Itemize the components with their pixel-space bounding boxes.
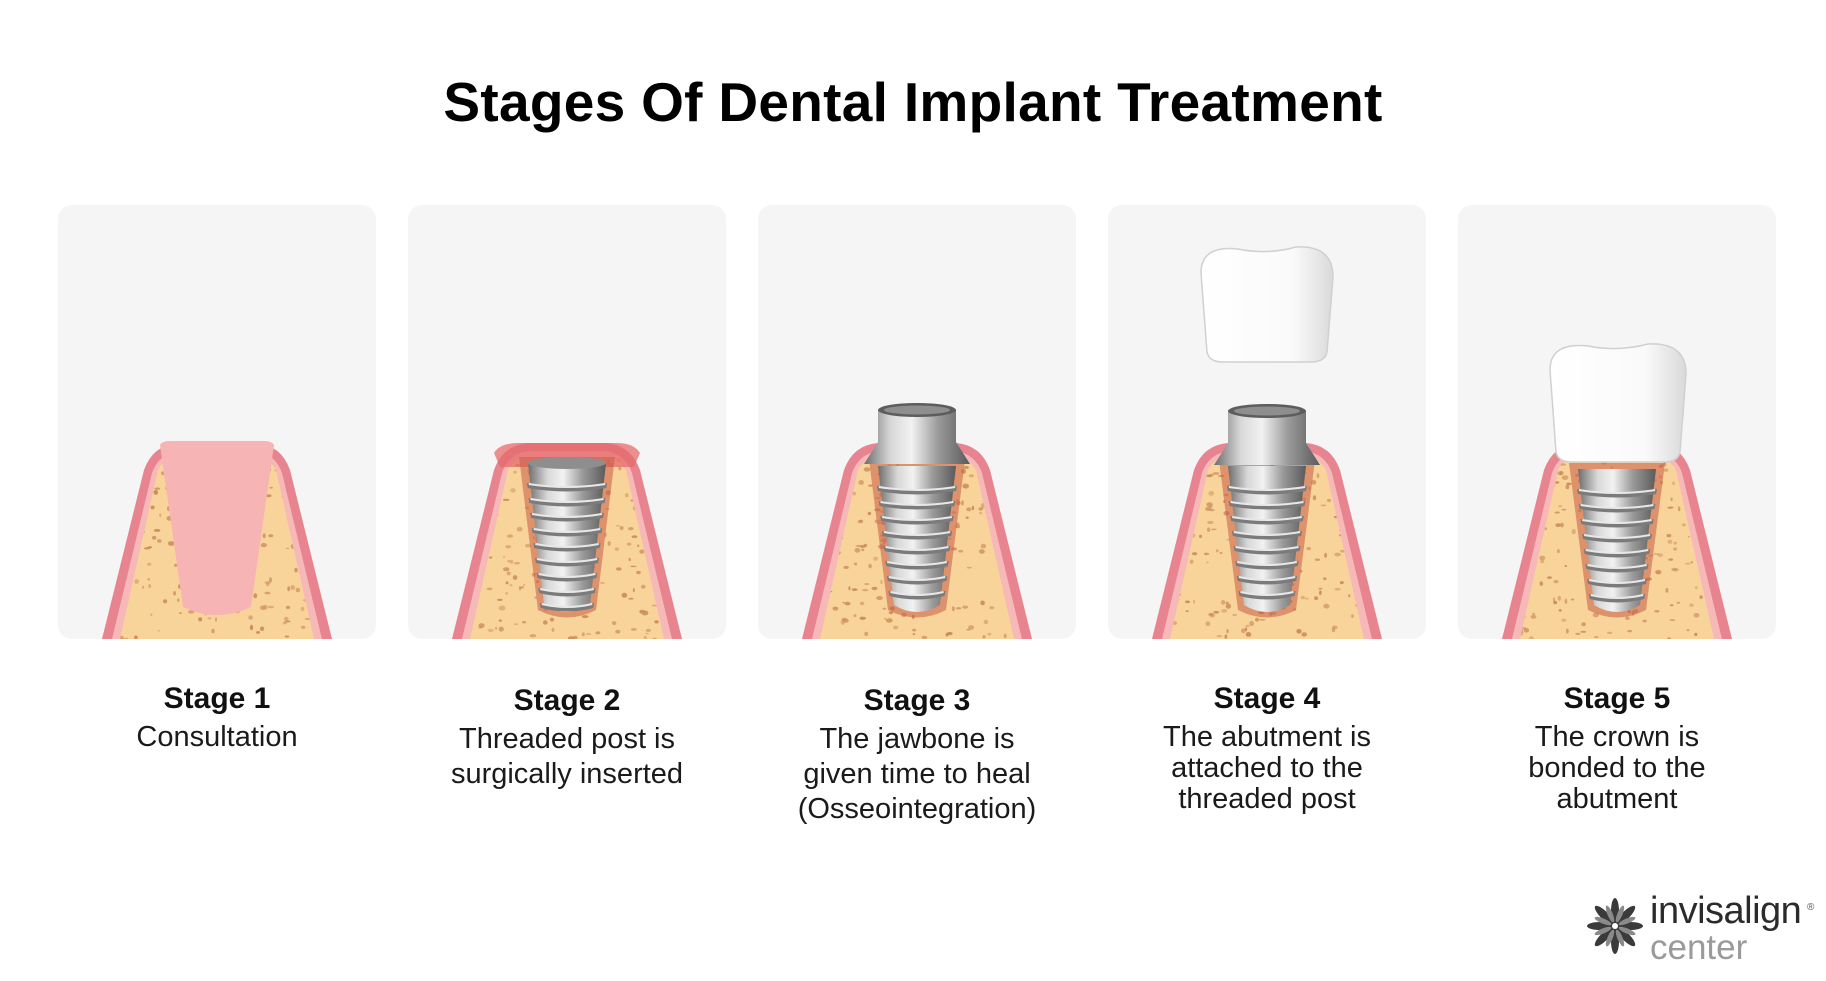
stage-description-line: (Osseointegration) (797, 793, 1037, 825)
stage-description-line: The crown is (1534, 721, 1700, 753)
stage-description-line: The abutment is (1163, 721, 1371, 753)
stage-label: Stage 4 (1213, 682, 1321, 715)
stage-description-line: abutment (1556, 783, 1678, 815)
post-top (528, 457, 606, 469)
registered-mark: ® (1807, 902, 1815, 913)
stage-5-illustration (1458, 205, 1776, 639)
abutment (1214, 404, 1320, 465)
threaded-post (1569, 463, 1665, 618)
threaded-post (519, 457, 615, 618)
starburst-icon (1587, 898, 1643, 954)
stage-description-line: Threaded post is (458, 723, 675, 755)
stage-5-caption: Stage 5 The crown is bonded to the abutm… (1437, 681, 1797, 816)
stage-label: Stage 1 (163, 682, 271, 715)
stage-description-line: Consultation (136, 721, 298, 753)
crown (1549, 343, 1687, 463)
abutment (864, 403, 970, 464)
invisalign-center-logo: invisalign ® center (1585, 888, 1815, 968)
stage-4-illustration (1108, 205, 1426, 639)
stage-description-line: bonded to the (1528, 752, 1706, 784)
stage-label: Stage 2 (513, 684, 621, 717)
stage-2-caption: Stage 2 Threaded post is surgically inse… (387, 683, 747, 791)
logo-wordmark: invisalign (1650, 890, 1802, 932)
stage-1-illustration (58, 205, 376, 639)
page-title: Stages Of Dental Implant Treatment (443, 71, 1383, 133)
stage-3-illustration (758, 205, 1076, 639)
stage-description-line: attached to the (1171, 752, 1363, 784)
crown (1200, 246, 1334, 363)
stage-label: Stage 3 (863, 684, 971, 717)
stage-2-illustration (408, 205, 726, 639)
stage-description-line: threaded post (1178, 783, 1356, 815)
stage-description-line: surgically inserted (450, 758, 684, 790)
threaded-post (869, 460, 965, 618)
stage-label: Stage 5 (1563, 682, 1671, 715)
logo-subtitle: center (1650, 928, 1748, 967)
tooth-socket (160, 441, 274, 615)
stage-description-line: The jawbone is (819, 723, 1015, 755)
stage-1-caption: Stage 1 Consultation (37, 681, 397, 754)
stage-4-caption: Stage 4 The abutment is attached to the … (1087, 681, 1447, 816)
threaded-post (1219, 460, 1315, 618)
stage-description-line: given time to heal (803, 758, 1031, 790)
stage-3-caption: Stage 3 The jawbone is given time to hea… (737, 683, 1097, 826)
